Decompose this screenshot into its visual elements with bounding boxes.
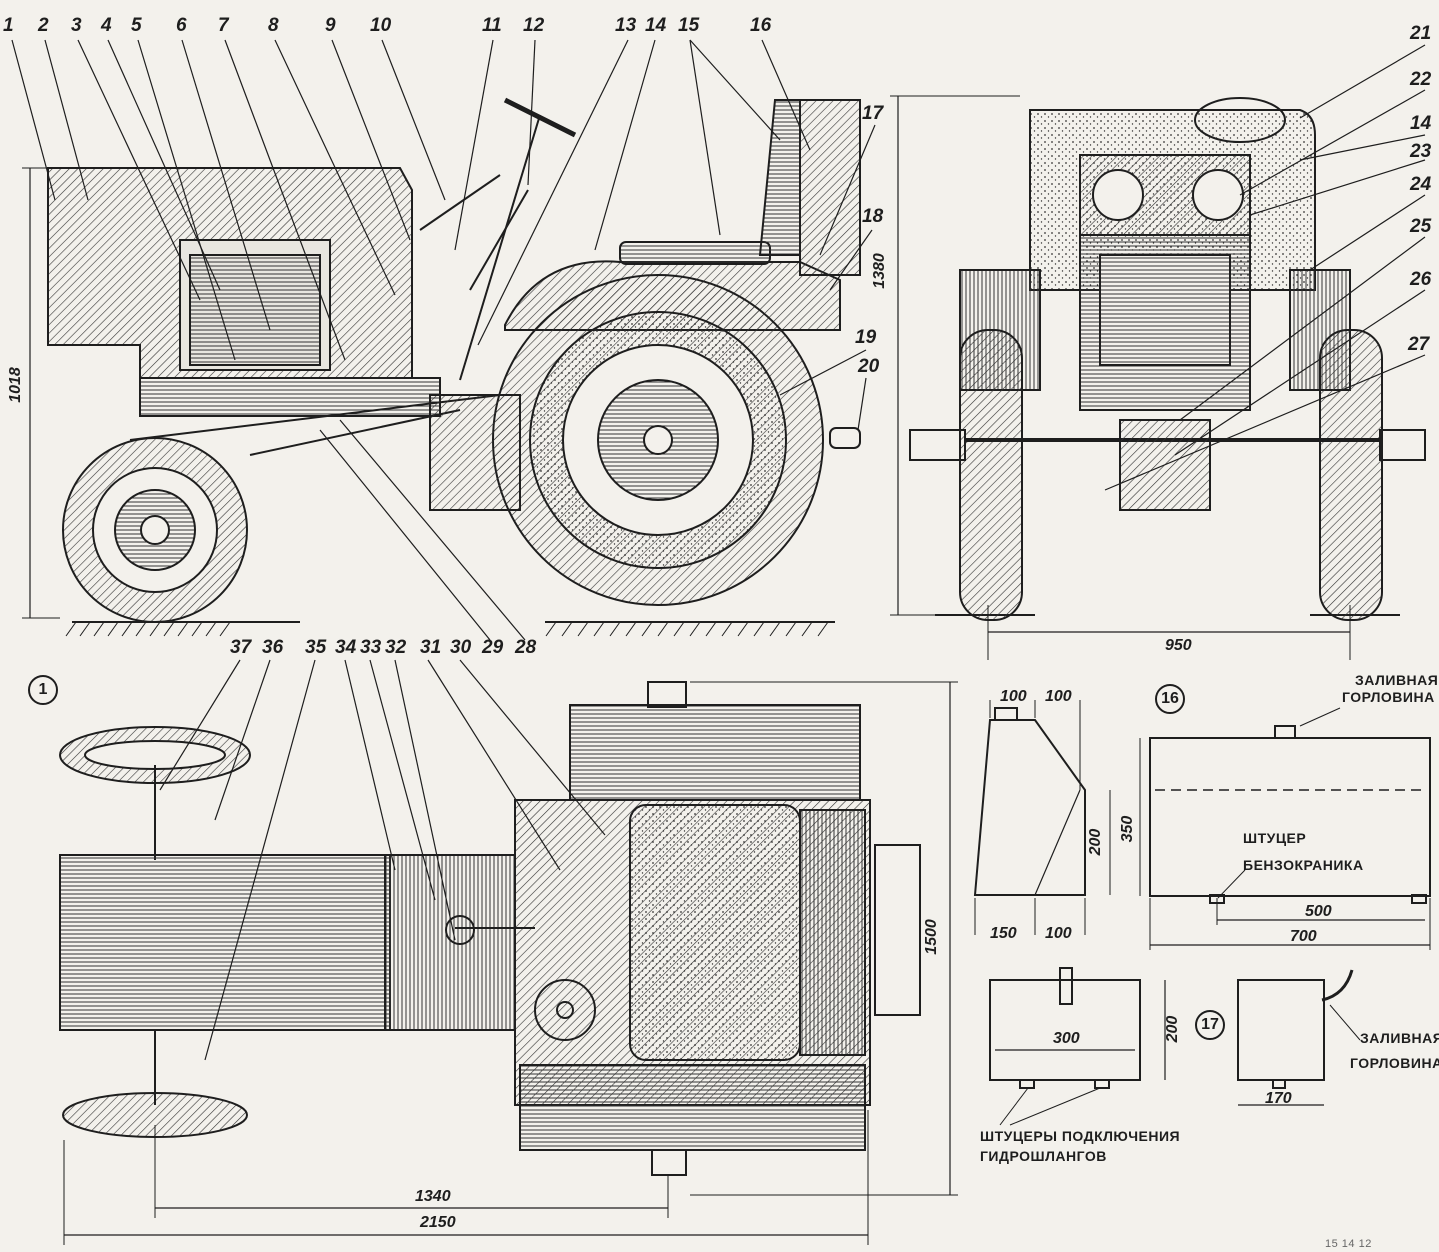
tank16-dim-top-right: 100	[1045, 688, 1072, 705]
callout-3: 3	[71, 15, 82, 36]
tank-16-number: 16	[1155, 684, 1185, 714]
dim-side-height: 1018	[7, 367, 24, 403]
callout-37: 37	[230, 637, 252, 658]
callout-20: 20	[858, 356, 880, 377]
plan-view	[59, 659, 958, 1245]
callout-34: 34	[335, 637, 357, 658]
callout-9: 9	[325, 15, 336, 36]
tank16-dim-height: 350	[1119, 815, 1136, 843]
callout-23: 23	[1410, 141, 1432, 162]
dim-overall-length: 2150	[420, 1214, 456, 1231]
tank16-dim-top-left: 100	[1000, 688, 1027, 705]
tank17-hose-label-2: ГИДРОШЛАНГОВ	[980, 1148, 1107, 1164]
callout-1: 1	[3, 15, 14, 36]
tank16-dim-bottom-right: 100	[1045, 925, 1072, 942]
dim-wheelbase: 1340	[415, 1188, 451, 1205]
tank16-fuel-tap-label-2: БЕНЗОКРАНИКА	[1243, 857, 1364, 873]
tank16-filler-label-1: ЗАЛИВНАЯ	[1355, 672, 1439, 688]
callout-29: 29	[482, 637, 504, 658]
dim-front-height: 1380	[871, 253, 888, 289]
tank17-filler-label-1: ЗАЛИВНАЯ	[1360, 1030, 1439, 1046]
callout-25: 25	[1410, 216, 1432, 237]
callout-15: 15	[678, 15, 700, 36]
callout-35: 35	[305, 637, 327, 658]
tank17-dim-depth: 170	[1265, 1090, 1292, 1107]
callout-24: 24	[1410, 174, 1432, 195]
callout-36: 36	[262, 637, 284, 658]
callout-26: 26	[1410, 269, 1432, 290]
tank16-dim-length: 700	[1290, 928, 1317, 945]
callout-19: 19	[855, 327, 877, 348]
callout-14-front: 14	[1410, 113, 1432, 134]
tank-16-drawing	[973, 700, 1431, 950]
callout-22: 22	[1410, 69, 1432, 90]
tank17-dim-height: 200	[1164, 1015, 1181, 1043]
callout-16: 16	[750, 15, 772, 36]
figure-number: 1	[28, 675, 58, 705]
footer-fragment: 15 14 12	[1325, 1238, 1372, 1250]
callout-17: 17	[862, 103, 884, 124]
callout-12: 12	[523, 15, 545, 36]
tank17-dim-length: 300	[1053, 1030, 1080, 1047]
callout-7: 7	[218, 15, 229, 36]
tank-17-number: 17	[1195, 1010, 1225, 1040]
callout-28: 28	[515, 637, 537, 658]
tank17-hose-label-1: ШТУЦЕРЫ ПОДКЛЮЧЕНИЯ	[980, 1128, 1181, 1144]
dim-track-width: 950	[1165, 637, 1192, 654]
callout-5: 5	[131, 15, 142, 36]
callout-2: 2	[38, 15, 49, 36]
tank16-dim-bottom-left: 150	[990, 925, 1017, 942]
callout-6: 6	[176, 15, 187, 36]
side-view	[11, 39, 876, 641]
callout-14: 14	[645, 15, 667, 36]
callout-32: 32	[385, 637, 407, 658]
callout-8: 8	[268, 15, 279, 36]
callout-10: 10	[370, 15, 392, 36]
callout-4: 4	[101, 15, 112, 36]
callout-11: 11	[482, 15, 502, 36]
tank16-fuel-tap-label-1: ШТУЦЕР	[1243, 830, 1307, 846]
tank16-filler-label-2: ГОРЛОВИНА	[1342, 689, 1435, 705]
callout-13: 13	[615, 15, 637, 36]
tank16-dim-inner-length: 500	[1305, 903, 1332, 920]
callout-31: 31	[420, 637, 442, 658]
tank-17-drawing	[989, 967, 1361, 1126]
dim-overall-width: 1500	[923, 919, 940, 955]
tank17-filler-label-2: ГОРЛОВИНА	[1350, 1055, 1439, 1071]
callout-18: 18	[862, 206, 884, 227]
tank16-dim-side: 200	[1087, 828, 1104, 856]
callout-33: 33	[360, 637, 382, 658]
callout-27: 27	[1408, 334, 1430, 355]
callout-21: 21	[1410, 23, 1432, 44]
front-view	[890, 44, 1426, 660]
callout-30: 30	[450, 637, 472, 658]
